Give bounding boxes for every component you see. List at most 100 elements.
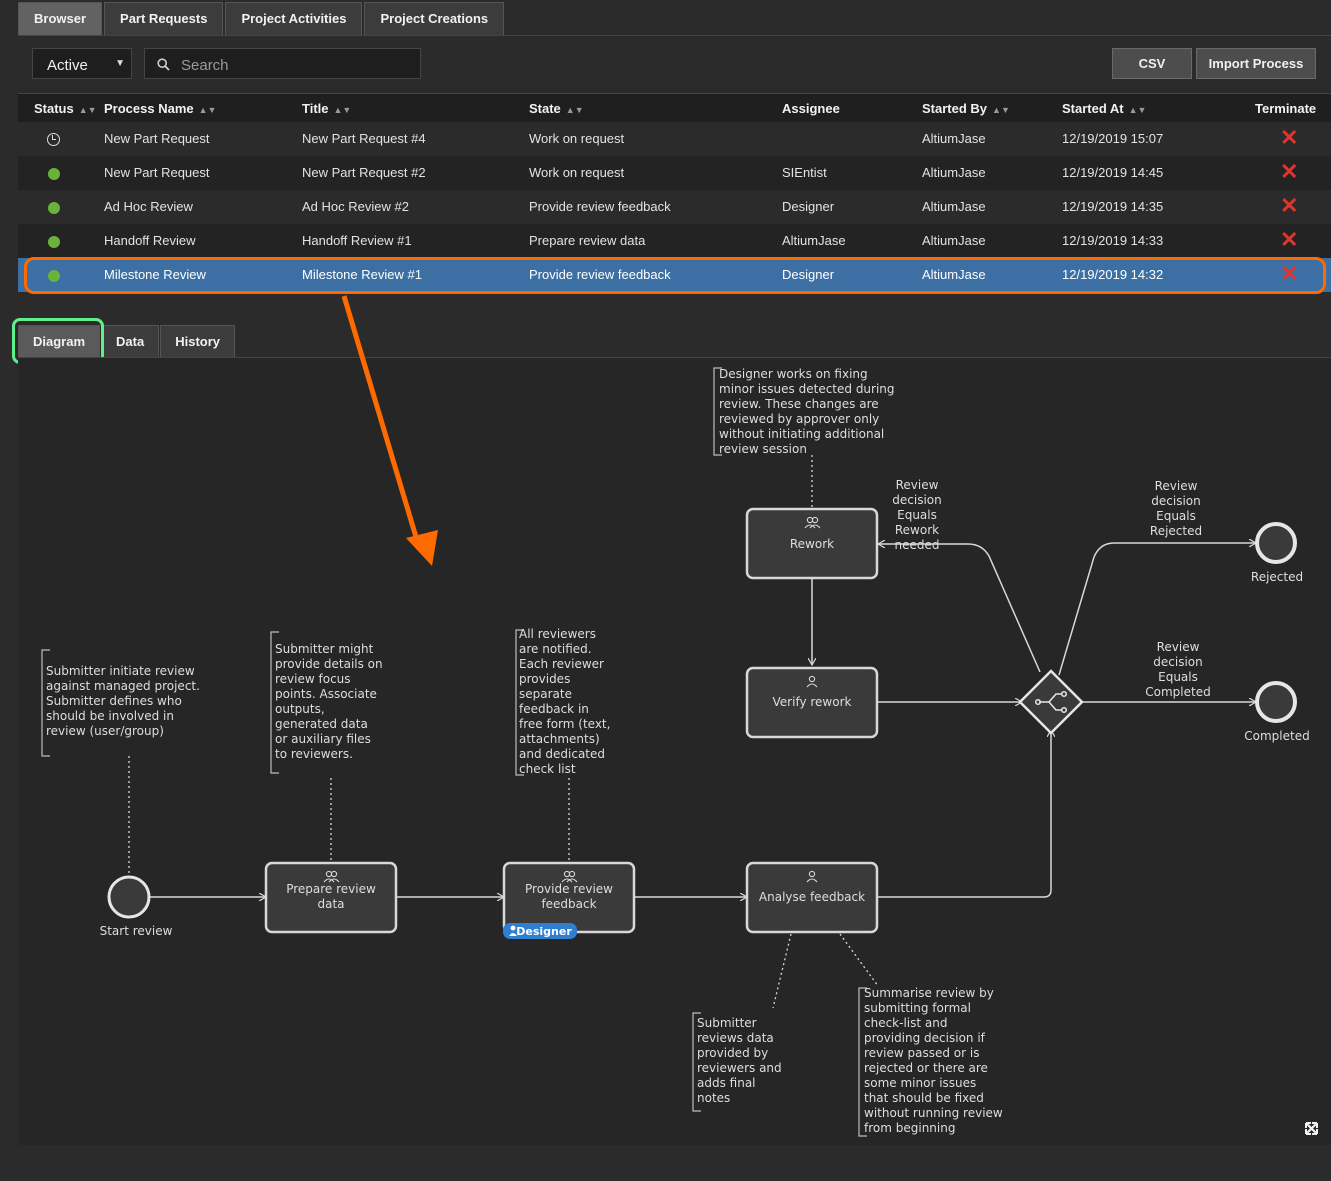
column-started-by[interactable]: Started By▲▼ [922, 101, 1010, 116]
column-terminate: Terminate [1255, 101, 1316, 116]
column-started-at-label: Started At [1062, 101, 1124, 116]
status-filter-dropdown[interactable]: Active ▼ [32, 48, 132, 79]
column-assignee[interactable]: Assignee [782, 101, 840, 116]
cell-title: Milestone Review #1 [302, 267, 422, 282]
task-prepare-label-line1: Prepare review [286, 882, 376, 896]
annotation-line: against managed project. [46, 679, 200, 693]
annotation-provide: All reviewers are notified. Each reviewe… [519, 627, 610, 776]
clock-icon [47, 133, 60, 146]
tab-history[interactable]: History [160, 325, 235, 358]
tab-diagram[interactable]: Diagram [18, 325, 100, 358]
column-started-at[interactable]: Started At▲▼ [1062, 101, 1146, 116]
end-event-completed[interactable] [1257, 683, 1295, 721]
annotation-rework: Designer works on fixing minor issues de… [719, 367, 895, 456]
task-rework[interactable]: Rework [747, 509, 877, 578]
annotation-line: check list [519, 762, 576, 776]
column-state[interactable]: State▲▼ [529, 101, 584, 116]
fullscreen-icon[interactable] [1306, 1123, 1317, 1134]
task-rework-label: Rework [790, 537, 834, 551]
cell-state: Provide review feedback [529, 199, 671, 214]
column-status[interactable]: Status▲▼ [34, 101, 97, 116]
chevron-down-icon: ▼ [115, 58, 125, 69]
tab-data[interactable]: Data [101, 325, 159, 358]
cell-started-by: AltiumJase [922, 233, 986, 248]
start-event-label: Start review [100, 924, 173, 938]
condition-line: Rework [895, 523, 939, 537]
cell-process-name: Handoff Review [104, 233, 196, 248]
cell-title: Handoff Review #1 [302, 233, 412, 248]
annotation-line: feedback in [519, 702, 589, 716]
annotation-line: Summarise review by [864, 986, 994, 1000]
task-prepare-review-data[interactable]: Prepare review data [266, 863, 396, 932]
cell-process-name: New Part Request [104, 131, 210, 146]
start-event[interactable] [109, 877, 149, 917]
annotation-analyse-right: Summarise review by submitting formal ch… [864, 986, 1003, 1135]
column-title[interactable]: Title▲▼ [302, 101, 351, 116]
table-row[interactable]: Ad Hoc Review Ad Hoc Review #2 Provide r… [18, 190, 1331, 224]
task-provide-review-feedback[interactable]: Provide review feedback [504, 863, 634, 932]
tab-browser[interactable]: Browser [18, 2, 102, 35]
cell-state: Work on request [529, 131, 624, 146]
cell-assignee: SIEntist [782, 165, 827, 180]
assignee-badge: Designer [503, 923, 577, 939]
search-placeholder: Search [181, 57, 229, 74]
assignee-badge-label: Designer [516, 925, 572, 938]
annotation-line: provide details on [275, 657, 383, 671]
table-row[interactable]: Handoff Review Handoff Review #1 Prepare… [18, 224, 1331, 258]
tab-project-activities[interactable]: Project Activities [225, 2, 362, 35]
cell-state: Work on request [529, 165, 624, 180]
tab-part-requests[interactable]: Part Requests [104, 2, 223, 35]
end-event-completed-label: Completed [1244, 729, 1309, 743]
task-provide-label-line1: Provide review [525, 882, 613, 896]
annotation-analyse-left: Submitter reviews data provided by revie… [697, 1016, 782, 1105]
annotation-line: and dedicated [519, 747, 605, 761]
search-input[interactable]: Search [144, 48, 421, 79]
sort-icon: ▲▼ [199, 105, 217, 115]
annotation-line: attachments) [519, 732, 600, 746]
annotation-line: reviewers and [697, 1061, 782, 1075]
task-prepare-label-line2: data [317, 897, 344, 911]
annotation-line: check-list and [864, 1016, 947, 1030]
annotation-line: Submitter initiate review [46, 664, 195, 678]
condition-line: Equals [1158, 670, 1198, 684]
condition-line: Review [1155, 479, 1198, 493]
table-row[interactable]: New Part Request New Part Request #4 Wor… [18, 122, 1331, 156]
column-started-by-label: Started By [922, 101, 987, 116]
table-row[interactable]: New Part Request New Part Request #2 Wor… [18, 156, 1331, 190]
table-row-selected[interactable]: Milestone Review Milestone Review #1 Pro… [18, 258, 1331, 292]
import-process-button[interactable]: Import Process [1196, 48, 1316, 79]
sort-icon: ▲▼ [79, 105, 97, 115]
tab-project-creations[interactable]: Project Creations [364, 2, 504, 35]
task-verify-rework[interactable]: Verify rework [747, 668, 877, 737]
annotation-line: without running review [864, 1106, 1003, 1120]
end-event-rejected-label: Rejected [1251, 570, 1303, 584]
annotation-line: notes [697, 1091, 730, 1105]
annotation-line: provided by [697, 1046, 768, 1060]
terminate-icon[interactable]: ✕ [1280, 160, 1298, 184]
task-analyse-feedback[interactable]: Analyse feedback [747, 863, 877, 932]
condition-rejected-label: Review decision Equals Rejected [1150, 479, 1202, 538]
annotation-line: review passed or is [864, 1046, 979, 1060]
terminate-icon[interactable]: ✕ [1280, 194, 1298, 218]
annotation-line: some minor issues [864, 1076, 976, 1090]
end-event-rejected[interactable] [1257, 524, 1295, 562]
annotation-line: review session [719, 442, 807, 456]
process-diagram: Start review Prepare review data Provide… [18, 358, 1331, 1146]
annotation-line: adds final [697, 1076, 756, 1090]
terminate-icon[interactable]: ✕ [1280, 126, 1298, 150]
annotation-line: Each reviewer [519, 657, 604, 671]
condition-line: decision [1153, 655, 1202, 669]
csv-button[interactable]: CSV [1112, 48, 1192, 79]
condition-line: Rejected [1150, 524, 1202, 538]
sort-icon: ▲▼ [334, 105, 352, 115]
terminate-icon[interactable]: ✕ [1280, 228, 1298, 252]
top-tab-bar: Browser Part Requests Project Activities… [18, 2, 506, 35]
annotation-line: should be involved in [46, 709, 174, 723]
column-process-name[interactable]: Process Name▲▼ [104, 101, 216, 116]
status-active-dot [48, 236, 60, 248]
cell-title: Ad Hoc Review #2 [302, 199, 409, 214]
annotation-line: are notified. [519, 642, 592, 656]
annotation-line: reviews data [697, 1031, 774, 1045]
terminate-icon[interactable]: ✕ [1280, 262, 1298, 286]
decision-gateway[interactable] [1020, 671, 1082, 733]
